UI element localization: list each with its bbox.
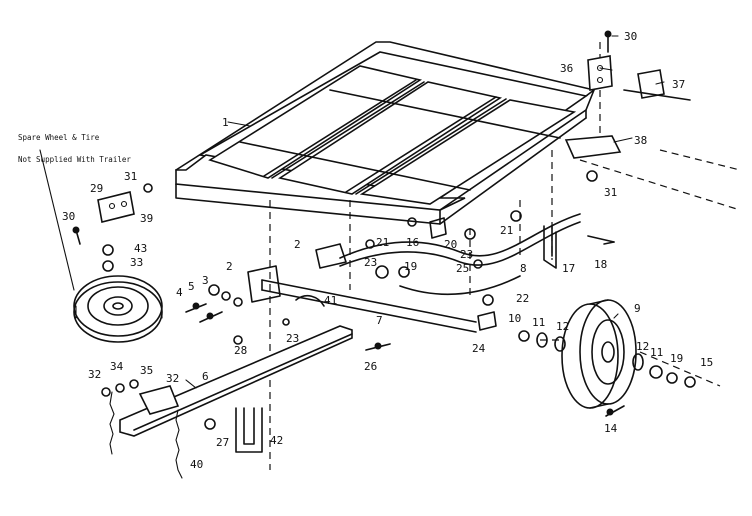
label-part-42: 42 [270, 434, 283, 447]
label-part-43: 43 [134, 242, 147, 255]
label-part-23: 23 [364, 256, 377, 269]
label-part-26: 26 [364, 360, 377, 373]
label-part-23c: 23 [286, 332, 299, 345]
label-part-41: 41 [324, 294, 337, 307]
label-part-22: 22 [516, 292, 529, 305]
label-part-37: 37 [672, 78, 685, 91]
label-part-25: 25 [456, 262, 469, 275]
label-part-12: 12 [556, 320, 569, 333]
deck-frame [175, 41, 595, 225]
label-part-15: 15 [700, 356, 713, 369]
label-part-5: 5 [188, 280, 195, 293]
road-wheel [561, 299, 637, 409]
label-part-16: 16 [406, 236, 419, 249]
label-part-3: 3 [202, 274, 209, 287]
hardware [72, 30, 696, 430]
label-part-7: 7 [376, 314, 383, 327]
label-part-21b: 21 [500, 224, 513, 237]
label-part-24: 24 [472, 342, 486, 355]
label-part-31: 31 [124, 170, 137, 183]
label-part-2: 2 [294, 238, 301, 251]
note-spare-wheel: Spare Wheel & Tire [18, 133, 100, 142]
label-part-4: 4 [176, 286, 183, 299]
label-part-2b: 2 [226, 260, 233, 273]
label-part-31b: 31 [604, 186, 617, 199]
label-part-17: 17 [562, 262, 575, 275]
label-part-33: 33 [130, 256, 143, 269]
label-part-40: 40 [190, 458, 203, 471]
label-part-11b: 11 [650, 346, 663, 359]
tongue [109, 325, 353, 479]
label-part-30: 30 [624, 30, 637, 43]
label-part-20: 20 [444, 238, 457, 251]
label-part-9: 9 [634, 302, 641, 315]
label-part-18: 18 [594, 258, 607, 271]
label-part-32b: 32 [166, 372, 179, 385]
label-part-27: 27 [216, 436, 229, 449]
label-part-19b: 19 [670, 352, 683, 365]
axle-assembly [247, 213, 581, 333]
label-part-34: 34 [110, 360, 124, 373]
label-part-14: 14 [604, 422, 618, 435]
label-part-29: 29 [90, 182, 103, 195]
spare-wheel [73, 275, 163, 343]
label-part-32: 32 [88, 368, 101, 381]
label-part-1: 1 [222, 116, 229, 129]
label-part-38: 38 [634, 134, 647, 147]
label-part-11: 11 [532, 316, 545, 329]
label-part-39: 39 [140, 212, 153, 225]
label-part-28: 28 [234, 344, 247, 357]
label-part-36: 36 [560, 62, 573, 75]
label-part-21: 21 [376, 236, 389, 249]
assembly-lines [269, 42, 741, 470]
leader-lines [39, 35, 665, 389]
note-not-supplied: Not Supplied With Trailer [18, 155, 131, 164]
label-part-8: 8 [520, 262, 527, 275]
label-part-10: 10 [508, 312, 521, 325]
label-part-6: 6 [202, 370, 209, 383]
label-part-30b: 30 [62, 210, 75, 223]
label-part-12b: 12 [636, 340, 649, 353]
part-labels: 1 2 2 3 4 5 6 7 8 9 10 11 11 12 12 14 15… [62, 30, 713, 471]
label-part-19: 19 [404, 260, 417, 273]
label-part-35: 35 [140, 364, 153, 377]
label-part-23b: 23 [460, 248, 473, 261]
